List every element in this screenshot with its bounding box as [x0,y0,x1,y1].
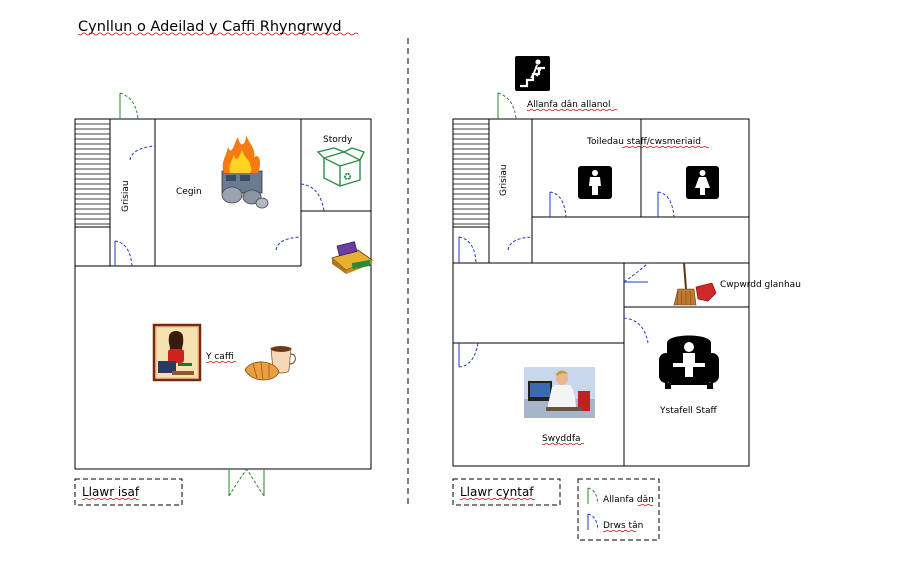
man-on-phone-icon [524,367,595,418]
first-fire-door-2 [657,191,675,218]
svg-text:♻: ♻ [343,172,352,183]
first-fire-door-5 [623,262,649,283]
office-label: Swyddfa [542,434,581,444]
first-floor-label: Llawr cyntaf [460,485,534,499]
man-toilet-icon [578,166,612,199]
ground-fire-door-4 [300,183,325,212]
ground-fire-door-3 [275,236,302,251]
kitchen-label: Cegin [176,187,202,197]
first-floor: Grisiau Toiledau staff/cwsmeriaid Cwpwrd… [452,56,801,506]
cleaning-label: Cwpwrdd glanhau [720,280,801,290]
first-fire-door-6 [623,317,649,344]
first-fire-door-4 [507,236,533,251]
first-floor-label-box [452,478,561,506]
page-title: Cynllun o Adeilad y Caffi Rhyngrwyd [78,19,342,35]
first-fire-door-7 [458,342,479,368]
cafe-label: Y caffi [205,352,234,362]
ground-floor-label: Llawr isaf [82,485,140,499]
staff-room-label: Ystafell Staff [659,406,718,416]
first-fire-exit-top [497,92,517,120]
first-stairs [452,118,490,228]
fire-exit-stairs-icon [515,56,550,91]
ground-fire-exit-top [119,92,139,120]
first-floor-outline [452,118,750,467]
cash-register-icon [331,241,373,274]
recycle-box-icon: ♻ [316,147,365,187]
ground-floor-label-box [74,478,183,506]
store-label: Stordy [323,135,353,145]
toilets-label: Toiledau staff/cwsmeriaid [586,137,701,147]
spellcheck-underline [77,32,359,36]
ground-stairs-label: Grisiau [121,180,131,212]
legend-box [577,478,660,541]
ground-floor: Grisiau Cegin Stordy Y caffi [74,92,373,506]
ground-fire-door-2 [114,240,133,267]
first-fire-door-1 [549,191,567,218]
fire-stove-icon [221,135,269,209]
legend-fire-exit-label: Allanfa dân [603,495,654,505]
ground-floor-outline [74,118,372,470]
first-stairs-label: Grisiau [499,164,509,196]
ground-main-exit [228,468,265,497]
first-fire-door-3 [458,236,477,264]
coffee-croissant-icon [244,346,296,381]
armchair-icon [659,335,719,389]
woman-toilet-icon [686,166,719,199]
legend: Allanfa dân Drws tân [577,478,660,541]
ground-stairs [74,118,111,228]
legend-fire-door-symbol [587,513,599,531]
woman-at-computer-icon [152,323,202,382]
legend-fire-door-label: Drws tân [603,521,643,531]
legend-fire-exit-symbol [587,487,599,505]
external-fire-exit-label: Allanfa dân allanol [527,100,610,110]
broom-dustpan-icon [673,262,717,306]
ground-fire-door-1 [129,145,156,161]
